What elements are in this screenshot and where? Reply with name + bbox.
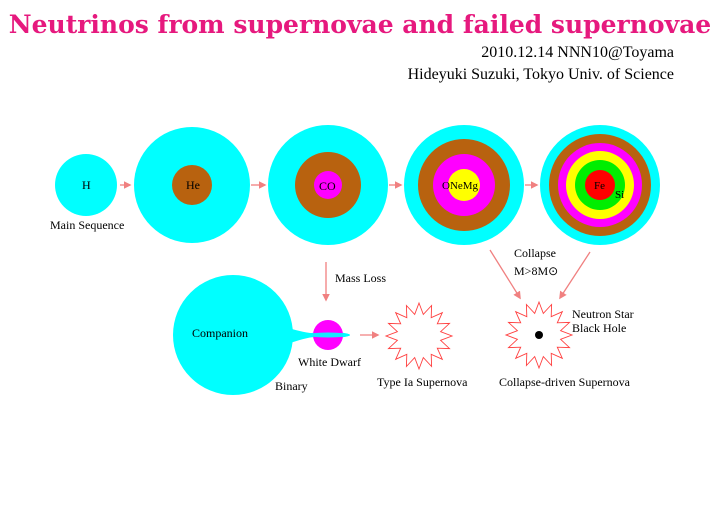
collapse-driven-burst (504, 300, 574, 370)
companion-star (173, 275, 293, 395)
label-collapse-driven: Collapse-driven Supernova (499, 375, 631, 389)
stage-fe-core (585, 170, 615, 200)
arrow-onemg-collapse (489, 249, 521, 300)
accretion-disk-front (306, 332, 350, 338)
label-mass-condition: M>8M⊙ (514, 264, 558, 278)
page-title: Neutrinos from supernovae and failed sup… (8, 10, 712, 39)
stage-h-hydrogen (55, 154, 117, 216)
label-si: Si (615, 189, 624, 201)
stage-onemg-core (448, 169, 480, 201)
label-companion: Companion (192, 326, 248, 340)
type-ia-burst (384, 301, 454, 371)
arrow-fe-collapse (559, 251, 591, 300)
label-h: H (82, 178, 91, 192)
label-type-ia: Type Ia Supernova (377, 375, 468, 389)
label-main-sequence: Main Sequence (50, 218, 124, 232)
label-binary: Binary (275, 379, 308, 393)
label-mass-loss: Mass Loss (335, 271, 386, 285)
author-affiliation: Hideyuki Suzuki, Tokyo Univ. of Science (407, 66, 674, 83)
label-onemg: ONeMg (442, 180, 479, 192)
label-neutron-star: Neutron Star (572, 307, 634, 321)
label-he: He (186, 178, 200, 192)
label-black-hole: Black Hole (572, 321, 626, 335)
label-co: CO (319, 179, 336, 193)
stage-he-core (172, 165, 212, 205)
compact-remnant (535, 331, 543, 339)
stage-co-core (314, 171, 342, 199)
label-collapse: Collapse (514, 246, 556, 260)
label-white-dwarf: White Dwarf (298, 355, 361, 369)
date-venue: 2010.12.14 NNN10@Toyama (481, 44, 674, 61)
label-fe: Fe (594, 180, 605, 192)
